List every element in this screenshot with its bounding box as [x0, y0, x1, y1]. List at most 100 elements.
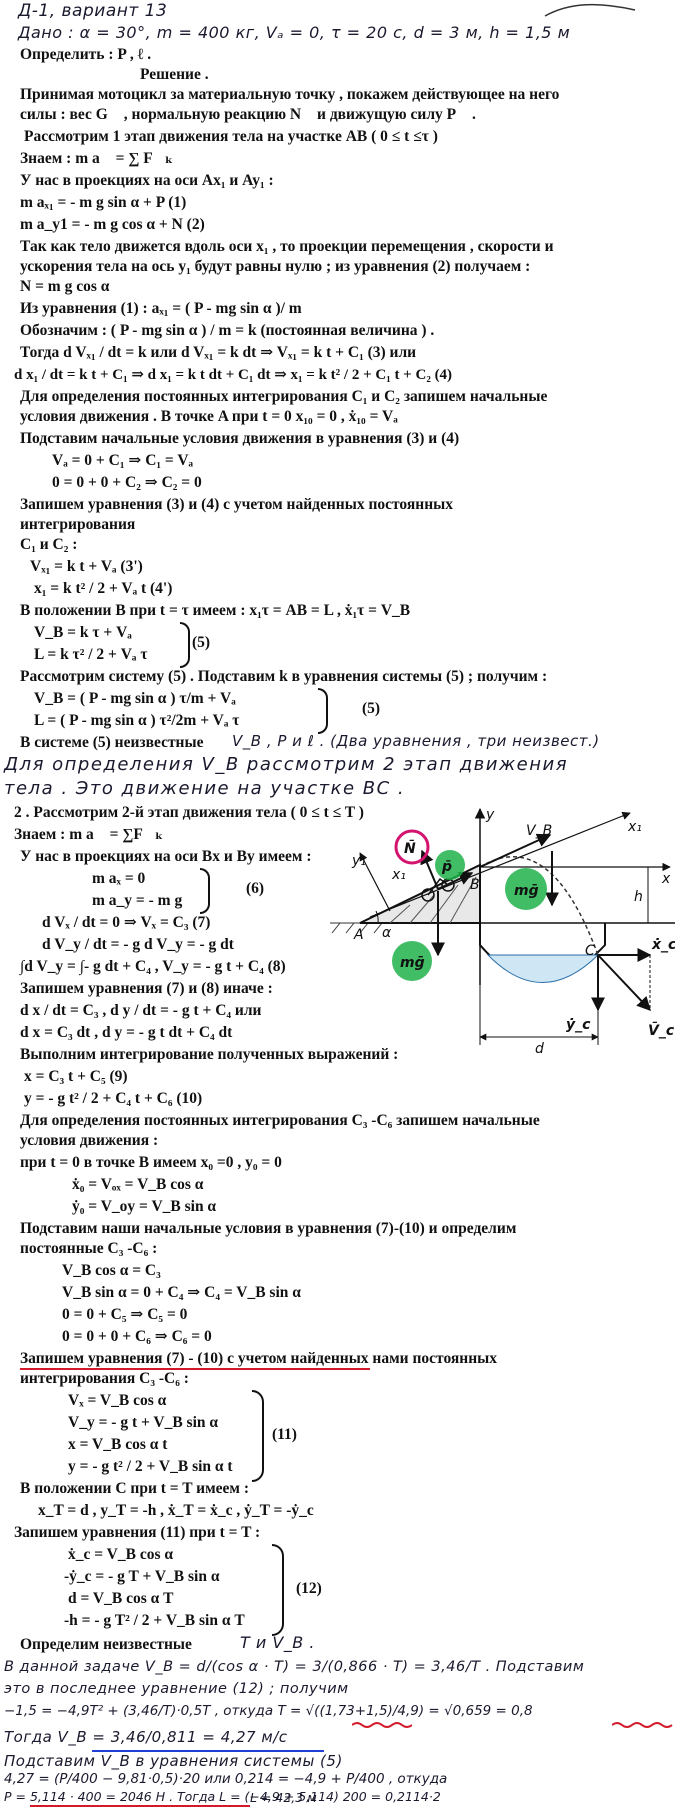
system-brace — [252, 1390, 264, 1482]
handwritten-note: T и V_B . — [240, 1633, 315, 1652]
text-line: силы : вес G⃗ , нормальную реакцию N⃗ и … — [20, 106, 476, 123]
equation: Vₐ = 0 + C₁ ⇒ C₁ = Vₐ — [52, 452, 194, 469]
given-line: Дано : α = 30°, m = 400 кг, Vₐ = 0, τ = … — [18, 23, 571, 42]
equation: Тогда d Vₓ₁ / dt = k или d Vₓ₁ = k dt ⇒ … — [20, 344, 417, 361]
text-line: В положении B при t = τ имеем : x₁τ = AB… — [20, 602, 411, 619]
equation: d x = C₃ dt , d y = - g t dt + C₄ dt — [20, 1024, 233, 1041]
equation: 0 = 0 + C₅ ⇒ C₅ = 0 — [62, 1306, 188, 1323]
text-line: постоянные C₃ -C₆ : — [20, 1240, 158, 1257]
water — [486, 954, 600, 983]
equation: L = k τ² / 2 + Vₐ τ — [34, 646, 148, 663]
label-y1: y₁ — [351, 853, 366, 869]
g1-highlight — [392, 941, 432, 981]
text-line: интегрирования C₃ -C₆ : — [20, 1370, 189, 1387]
equation: ẋ₀ = Vₒₓ = V_B cos α — [72, 1176, 204, 1193]
label-y: y — [485, 807, 495, 823]
handwritten-calc: −1,5 = −4,9T² + (3,46/T)·0,5T , откуда T… — [4, 1703, 533, 1719]
solution-heading: Решение . — [140, 66, 209, 83]
label-P: p̄ — [441, 859, 452, 875]
label-B: B — [470, 877, 480, 893]
label-C: C — [585, 943, 595, 959]
equation: ẏ₀ = V_oy = V_B sin α — [72, 1198, 217, 1215]
equation: d = V_B cos α T — [68, 1590, 174, 1607]
handwritten-note: Для определения V_B рассмотрим 2 этап дв… — [4, 754, 569, 775]
equation: m a_y = - m g — [92, 892, 183, 909]
equation: d V_y / dt = - g d V_y = - g dt — [42, 936, 234, 953]
equation: N = m g cos α — [20, 278, 110, 295]
handwritten-note: тела . Это движение на участке BC . — [4, 778, 406, 799]
text-line: Рассмотрим 1 этап движения тела на участ… — [24, 128, 438, 145]
handwritten-calc: L = 42,3 м — [250, 1790, 317, 1805]
equation: V_B sin α = 0 + C₄ ⇒ C₄ = V_B sin α — [62, 1284, 301, 1301]
equation: 0 = 0 + 0 + C₆ ⇒ C₆ = 0 — [62, 1328, 212, 1345]
equation: 0 = 0 + 0 + C₂ ⇒ C₂ = 0 — [52, 474, 202, 491]
equation-number: (11) — [272, 1426, 297, 1443]
equation-number: (6) — [246, 880, 265, 897]
label-alpha: α — [382, 925, 392, 941]
label-h: h — [634, 889, 643, 905]
equation: d x / dt = C₃ , d y / dt = - g t + C₄ ил… — [20, 1002, 262, 1019]
handwritten-calc: P = 5,114 · 400 = 2046 H . Тогда L = (−4… — [4, 1789, 441, 1804]
equation: x₁ = k t² / 2 + Vₐ t (4') — [34, 580, 173, 597]
red-wavy-underline — [352, 1722, 412, 1728]
equation: -ẏ_c = - g T + V_B sin α — [64, 1568, 220, 1585]
label-G2: mḡ — [514, 883, 539, 899]
text-line: Для определения постоянных интегрировани… — [20, 1112, 540, 1129]
text-line: Подставим наши начальные условия в уравн… — [20, 1220, 517, 1237]
equation: V_B = ( P - mg sin α ) τ/m + Vₐ — [34, 690, 236, 707]
text-line: Обозначим : ( P - mg sin α ) / m = k (по… — [20, 322, 435, 339]
text-line: Подставим начальные условия движения в у… — [20, 430, 460, 447]
handwritten-calc: Тогда V_B = 3,46/0,811 = 4,27 м/с — [4, 1728, 288, 1746]
equation: V_B = k τ + Vₐ — [34, 624, 132, 641]
equation: L = ( P - mg sin α ) τ²/2m + Vₐ τ — [34, 712, 240, 729]
text-line: условия движения . В точке A при t = 0 x… — [20, 408, 398, 425]
corner-scribble — [544, 3, 636, 17]
handwritten-calc: это в последнее уравнение (12) ; получим — [4, 1681, 349, 1697]
page-title: Д-1, вариант 13 — [18, 1, 168, 21]
red-underline — [30, 1805, 250, 1807]
label-d: d — [535, 1041, 544, 1057]
text-line: условия движения : — [20, 1132, 159, 1149]
text-line: 2 . Рассмотрим 2-й этап движения тела ( … — [14, 804, 364, 821]
p-highlight — [435, 850, 465, 880]
system-brace — [318, 688, 328, 734]
equation: y = - g t² / 2 + V_B sin α t — [68, 1458, 233, 1475]
y1-axis — [359, 852, 391, 912]
equation: x_T = d , y_T = -h , ẋ_T = ẋ_c , ẏ_T = -… — [38, 1502, 314, 1519]
label-x: x — [661, 871, 671, 887]
text-line: Запишем уравнения (3) и (4) с учетом най… — [20, 496, 453, 513]
equation: Vₓ₁ = k t + Vₐ (3') — [30, 558, 143, 575]
g2-highlight — [505, 868, 547, 910]
equation: m aₓ₁ = - m g sin α + P (1) — [20, 194, 187, 211]
text-line: ускорения тела на ось y₁ будут равны нул… — [20, 258, 531, 275]
text-line: Так как тело движется вдоль оси x₁ , то … — [20, 238, 554, 255]
equation: Vₓ = V_B cos α — [68, 1392, 167, 1409]
equation: ẋ_c = V_B cos α — [68, 1546, 174, 1563]
text-line: C₁ и C₂ : — [20, 536, 78, 553]
equation: x = V_B cos α t — [68, 1436, 168, 1453]
equation: V_B cos α = C₃ — [62, 1262, 161, 1279]
label-VB: V_B — [526, 823, 552, 839]
system-brace — [180, 622, 190, 668]
equation-number: (5) — [362, 700, 381, 717]
handwritten-calc: В данной задаче V_B = d/(cos α · T) = 3/… — [4, 1659, 585, 1675]
text-line: Определим неизвестные — [20, 1636, 192, 1653]
red-underline — [20, 1368, 370, 1370]
text-line: при t = 0 в точке B имеем x₀ =0 , y₀ = 0 — [20, 1154, 282, 1171]
equation: d x₁ / dt = k t + C₁ ⇒ d x₁ = k t dt + C… — [14, 367, 453, 383]
label-Vc: V̄_c — [648, 1020, 675, 1039]
label-N: N̄ — [404, 838, 416, 857]
equation: m a_y1 = - m g cos α + N (2) — [20, 216, 205, 233]
handwritten-calc: Подставим V_B в уравнения системы (5) — [4, 1752, 343, 1770]
equation-number: (12) — [296, 1580, 322, 1597]
text-line: Выполним интегрирование полученных выраж… — [20, 1046, 399, 1063]
n-highlight — [394, 829, 430, 865]
equation: -h = - g T² / 2 + V_B sin α T — [64, 1612, 245, 1629]
label-x1: x₁ — [627, 819, 642, 835]
text-line: В положении C при t = T имеем : — [20, 1480, 249, 1497]
equation: d Vₓ / dt = 0 ⇒ Vₓ = C₃ (7) — [42, 914, 211, 931]
label-A: A — [353, 927, 364, 943]
text-line: В системе (5) неизвестные — [20, 734, 204, 751]
equation: V_y = - g t + V_B sin α — [68, 1414, 219, 1431]
